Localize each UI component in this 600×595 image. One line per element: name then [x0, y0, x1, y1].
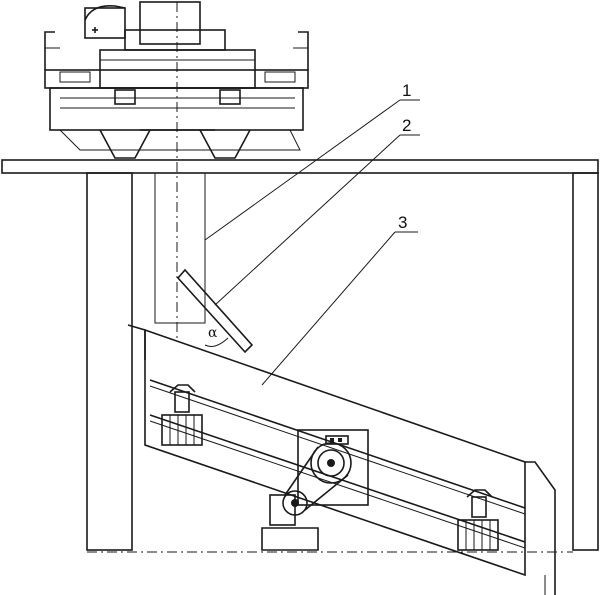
leader-1: [204, 99, 401, 241]
right-wall: [572, 172, 599, 551]
label-1: 1: [402, 81, 411, 100]
screen-inlet: [127, 324, 146, 360]
right-spring-support: [457, 489, 499, 551]
motor-base: [261, 527, 319, 551]
drive-motor: [261, 446, 349, 551]
drive-belt-bottom: [304, 474, 349, 511]
crusher-base-left: [99, 129, 151, 159]
crusher: [44, 1, 309, 340]
callouts: 1 2 3: [204, 81, 420, 386]
ground-slab: [1, 159, 599, 174]
angle-arc: [204, 337, 229, 347]
label-2: 2: [402, 116, 411, 135]
deflector-blade: [176, 268, 254, 354]
vibrating-screen: [127, 324, 556, 595]
exciter-plate: [297, 429, 369, 506]
feed-chute-fill: [154, 172, 206, 324]
left-rail: [44, 31, 55, 70]
motor-housing: [84, 7, 126, 39]
drive-belt-top: [284, 446, 319, 496]
angle-symbol: α: [208, 325, 218, 341]
crusher-base-right: [199, 129, 251, 159]
leader-2: [214, 134, 401, 306]
discharge-chute: [525, 461, 556, 595]
lower-deck: [149, 414, 526, 543]
left-spring-support: [161, 384, 203, 446]
label-3: 3: [398, 213, 407, 232]
exciter-wheel: [310, 442, 352, 484]
motor-cap: [84, 4, 126, 21]
feed-hopper: [139, 1, 201, 45]
deflector-plate: α: [176, 268, 254, 354]
foundation: [1, 159, 599, 553]
left-wall: [86, 172, 133, 551]
screen-box: [144, 328, 526, 577]
right-rail: [298, 31, 309, 70]
leader-3: [261, 231, 396, 386]
